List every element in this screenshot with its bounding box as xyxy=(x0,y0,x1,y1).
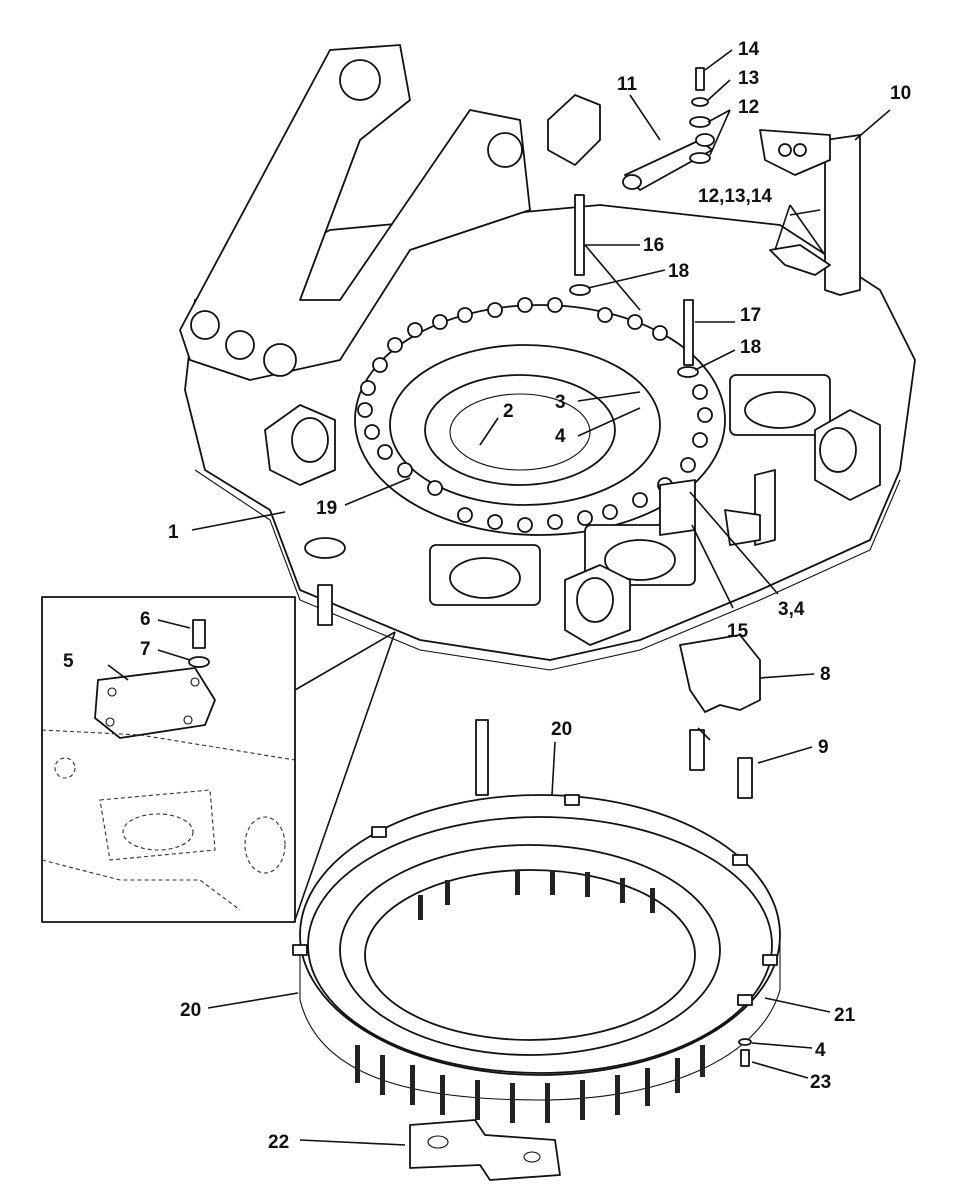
callout-4: 4 xyxy=(555,426,566,447)
callout-22: 22 xyxy=(268,1132,289,1153)
callout-20-left: 20 xyxy=(180,1000,201,1021)
bolts-9 xyxy=(475,719,753,799)
callout-8: 8 xyxy=(820,664,831,685)
bearing-bolts xyxy=(355,870,705,1123)
callout-14: 14 xyxy=(738,39,760,60)
long-bolts-16-17 xyxy=(569,194,699,378)
callout-13: 13 xyxy=(738,68,759,89)
adapter-8 xyxy=(679,634,761,713)
callout-2: 2 xyxy=(503,401,514,422)
detail-inset xyxy=(41,596,396,923)
bracket-15 xyxy=(659,469,776,546)
callout-20-top: 20 xyxy=(551,719,572,740)
callout-labels: 1 2 3 4 3,4 5 6 7 8 9 10 11 12 12,13,14 … xyxy=(63,39,911,1153)
callout-5: 5 xyxy=(63,651,74,672)
callout-11: 11 xyxy=(617,74,638,95)
callout-18-lower: 18 xyxy=(740,337,761,358)
callout-10: 10 xyxy=(890,83,911,104)
callout-12-13-14: 12,13,14 xyxy=(698,186,772,207)
plate-22 xyxy=(409,1119,561,1181)
slewing-bearing xyxy=(292,794,781,1123)
callout-1: 1 xyxy=(168,522,179,543)
upper-frame xyxy=(179,44,916,671)
callout-15: 15 xyxy=(727,621,749,642)
callout-21: 21 xyxy=(834,1005,856,1026)
callout-12: 12 xyxy=(738,97,759,118)
callout-9: 9 xyxy=(818,737,829,758)
callout-16: 16 xyxy=(643,235,664,256)
hose-bracket-10 xyxy=(759,129,861,296)
callout-6: 6 xyxy=(140,609,151,630)
callout-3: 3 xyxy=(555,392,566,413)
leader-lines xyxy=(107,49,891,1146)
small-hardware-12-13-14 xyxy=(689,67,831,276)
callout-4-lower: 4 xyxy=(815,1040,826,1061)
callout-17: 17 xyxy=(740,305,761,326)
frame-bolt-heads xyxy=(357,297,713,533)
callout-19: 19 xyxy=(316,498,337,519)
callout-3-4: 3,4 xyxy=(778,599,805,620)
callout-18-upper: 18 xyxy=(668,261,689,282)
callout-7: 7 xyxy=(140,639,151,660)
callout-23: 23 xyxy=(810,1072,831,1093)
